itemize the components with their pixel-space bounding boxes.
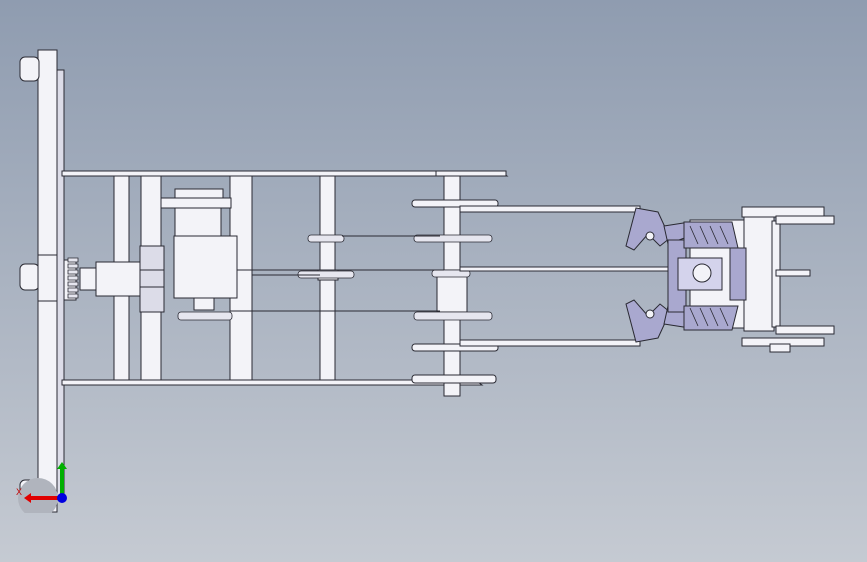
- shafts[interactable]: [317, 175, 468, 397]
- triad-z-axis: [57, 493, 67, 503]
- servo-motor[interactable]: [160, 188, 238, 311]
- forearm-link-lower[interactable]: [459, 339, 641, 347]
- sprocket-middle-upper[interactable]: [307, 234, 345, 243]
- sprocket-front-upper[interactable]: [413, 234, 493, 243]
- wrist-arm-top: [775, 215, 835, 225]
- forearm-link-upper[interactable]: [459, 205, 641, 213]
- gripper-finger-lower[interactable]: [625, 299, 671, 343]
- motor-upper-body[interactable]: [174, 207, 222, 237]
- triad-x-arrow: [24, 493, 31, 503]
- sprocket-front-center[interactable]: [431, 269, 471, 278]
- triad-y-arrow: [57, 462, 67, 469]
- drive-shaft[interactable]: [79, 267, 99, 291]
- link-pin-top[interactable]: [435, 170, 507, 177]
- sprocket-motor[interactable]: [177, 311, 233, 321]
- gripper-finger-upper[interactable]: [625, 207, 671, 251]
- base-plate-assembly[interactable]: [19, 49, 65, 513]
- belts: [230, 235, 444, 312]
- wrist-plate-body[interactable]: [743, 216, 775, 332]
- gripper-pivot[interactable]: [692, 263, 712, 283]
- link-pin-bottom[interactable]: [411, 374, 497, 384]
- triad-base-sphere: [18, 478, 58, 518]
- gripper[interactable]: [625, 207, 747, 343]
- finger-pin-lower: [645, 309, 655, 319]
- sprocket-front-lower[interactable]: [413, 311, 493, 321]
- mount-boss-top[interactable]: [19, 56, 40, 82]
- gripper-gear-upper[interactable]: [683, 221, 739, 249]
- base-drive[interactable]: [63, 245, 165, 313]
- gripper-center-block: [677, 257, 723, 291]
- forearm-links[interactable]: [459, 205, 671, 347]
- drive-coupling[interactable]: [95, 261, 141, 297]
- gripper-side-block: [729, 247, 747, 301]
- sprockets[interactable]: [177, 170, 507, 384]
- top-rail[interactable]: [61, 170, 509, 177]
- coupling-block: [139, 245, 165, 313]
- motor-output-shaft: [193, 297, 215, 311]
- link-pin-upper[interactable]: [411, 199, 499, 208]
- mount-boss-middle[interactable]: [19, 263, 40, 291]
- gripper-gear-teeth: [689, 225, 729, 327]
- wrist-foot: [769, 343, 791, 353]
- forearm-link-center[interactable]: [459, 266, 671, 272]
- hub-flange: [37, 254, 58, 302]
- finger-pin-upper: [645, 231, 655, 241]
- wrist-pin: [775, 269, 811, 277]
- bottom-rail[interactable]: [61, 379, 484, 386]
- drive-gear-teeth: [67, 257, 79, 299]
- wrist-arm-bottom: [775, 325, 835, 335]
- motor-body[interactable]: [173, 235, 238, 299]
- motor-flange: [160, 197, 232, 209]
- wrist-bracket[interactable]: [741, 206, 835, 353]
- triad-x-label: X: [16, 487, 22, 497]
- reference-triad: X: [14, 458, 74, 518]
